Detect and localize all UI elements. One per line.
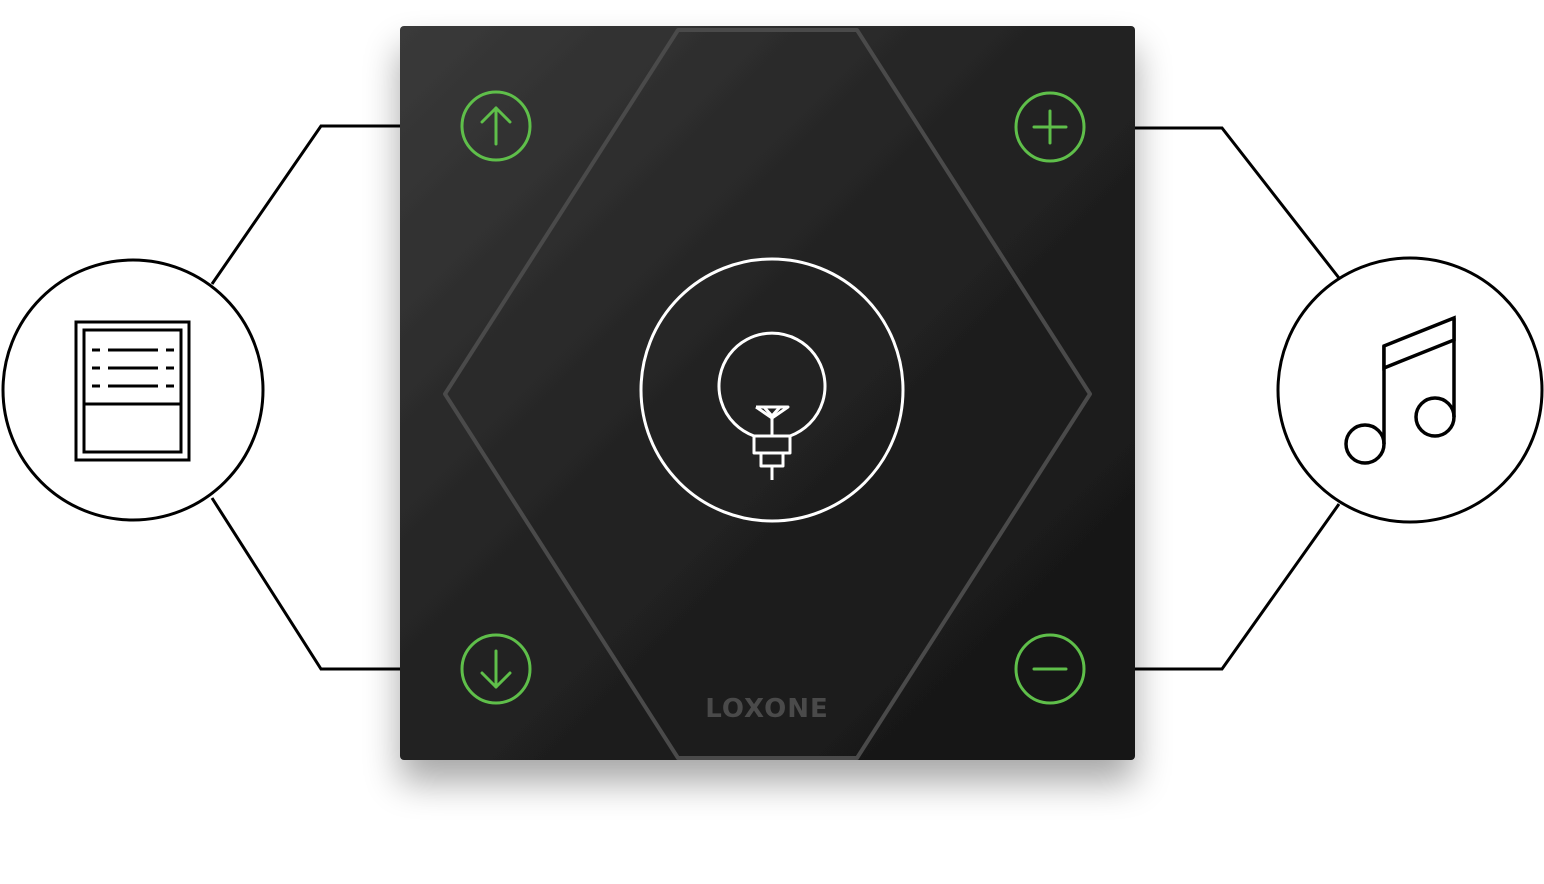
music-function-circle	[1276, 256, 1544, 524]
plus-icon	[1032, 109, 1068, 145]
panel-groove	[443, 28, 1092, 760]
music-note-icon	[1344, 315, 1456, 465]
brand-logo: LOXONE	[705, 694, 829, 724]
plus-button[interactable]	[1014, 91, 1086, 163]
left-connector	[210, 124, 400, 671]
down-button[interactable]	[460, 633, 532, 705]
light-bulb-icon	[717, 331, 827, 480]
minus-button[interactable]	[1014, 633, 1086, 705]
right-connector	[1135, 126, 1341, 671]
arrow-down-icon	[480, 649, 512, 689]
blinds-function-circle	[1, 258, 265, 522]
center-light-button[interactable]	[639, 257, 905, 523]
window-blinds-icon	[74, 320, 191, 462]
up-button[interactable]	[460, 90, 532, 162]
arrow-up-icon	[480, 106, 512, 146]
touch-panel	[400, 26, 1135, 760]
